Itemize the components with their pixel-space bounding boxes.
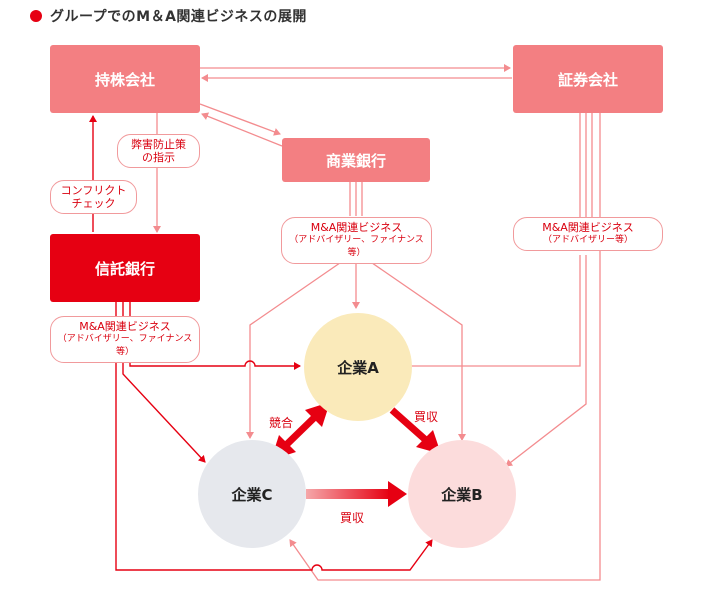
node-holding: 持株会社	[50, 45, 200, 113]
label-conflict-check: コンフリクト チェック	[50, 180, 137, 214]
acquire-c-b-arrow	[306, 481, 407, 507]
line-trust-to-c	[122, 350, 206, 463]
trust-business-sub: （アドバイザリー、ファイナンス等）	[57, 334, 193, 357]
line-trust-to-b	[115, 350, 433, 571]
bank-business-sub: （アドバイザリー、ファイナンス等）	[289, 235, 424, 258]
label-acquire-c-b: 買収	[340, 511, 365, 525]
label-trust-business: M&A関連ビジネス （アドバイザリー、ファイナンス等）	[50, 316, 200, 363]
node-company-a: 企業A	[304, 313, 412, 421]
node-trust-bank: 信託銀行	[50, 234, 200, 302]
line-trust-to-a	[129, 350, 301, 370]
node-securities: 証券会社	[513, 45, 663, 113]
title-text: グループでのM＆A関連ビジネスの展開	[50, 9, 307, 25]
label-bank-business: M&A関連ビジネス （アドバイザリー、ファイナンス等）	[281, 217, 432, 264]
line-holding-to-bank	[199, 103, 281, 136]
conflict-check-line1: コンフリクト	[60, 184, 127, 197]
label-acquire-a-b: 買収	[414, 410, 439, 424]
line-sec-to-b	[505, 255, 587, 467]
abuse-prevention-line1: 弊害防止策	[131, 138, 186, 151]
label-securities-business: M&A関連ビジネス （アドバイザリー等）	[513, 217, 663, 251]
node-company-c: 企業C	[198, 440, 306, 548]
abuse-prevention-line2: の指示	[142, 151, 175, 164]
label-compete: 競合	[269, 416, 294, 430]
securities-business-sub: （アドバイザリー等）	[542, 235, 633, 245]
securities-business-main: M&A関連ビジネス	[542, 221, 634, 234]
label-abuse-prevention: 弊害防止策 の指示	[117, 134, 200, 168]
node-company-b: 企業B	[408, 440, 516, 548]
bank-business-main: M&A関連ビジネス	[310, 221, 403, 234]
line-bank-to-c	[246, 255, 351, 439]
diagram-title: グループでのM＆A関連ビジネスの展開	[30, 6, 307, 26]
trust-business-main: M&A関連ビジネス	[79, 320, 171, 333]
line-sec-to-a	[389, 255, 581, 370]
line-bank-to-holding	[201, 112, 283, 147]
line-sec-to-c	[289, 113, 601, 581]
line-bank-to-b	[361, 255, 466, 441]
bullet-dot-icon	[30, 10, 42, 22]
node-commercial-bank: 商業銀行	[282, 138, 430, 182]
conflict-check-line2: チェック	[71, 197, 116, 210]
